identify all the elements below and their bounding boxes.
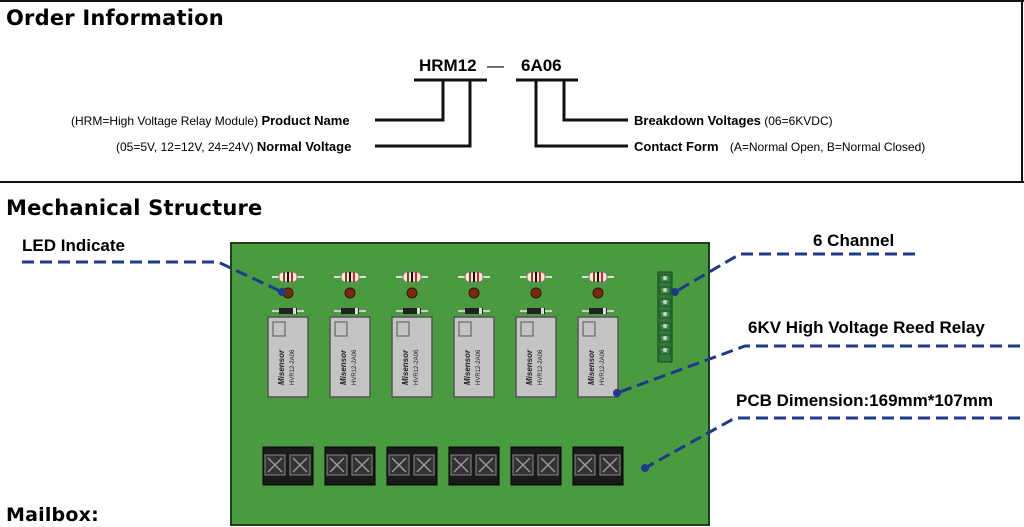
reed-relay — [329, 316, 371, 398]
diode — [589, 308, 607, 314]
diode — [403, 308, 421, 314]
breakdown-voltage-label: Breakdown Voltages — [634, 113, 761, 128]
top-border — [0, 0, 1024, 2]
led — [530, 287, 542, 299]
relay-channel: Misensor HVR12-2A06 — [572, 271, 624, 486]
led-indicate-label: LED Indicate — [22, 236, 125, 255]
relay-brand-text: Misensor — [339, 349, 348, 385]
breakdown-voltage-note: (06=6KVDC) — [764, 114, 833, 128]
normal-voltage-label: Normal Voltage — [256, 139, 352, 154]
relay-model-text: HVR12-2A06 — [290, 349, 296, 385]
product-name-label: Product Name — [261, 113, 350, 128]
diode — [527, 308, 545, 314]
reed-relay — [267, 316, 309, 398]
relay-brand-text: Misensor — [401, 349, 410, 385]
relay-model-text: HVR12-2A06 — [352, 349, 358, 385]
terminal-block — [510, 446, 562, 486]
reed-relay — [577, 316, 619, 398]
order-code-brackets — [375, 78, 628, 148]
relay-channel: Misensor HVR12-2A06 — [262, 271, 314, 486]
diode — [341, 308, 359, 314]
terminal-block — [324, 446, 376, 486]
relay-model-text: HVR12-2A06 — [414, 349, 420, 385]
relay-channel: Misensor HVR12-2A06 — [324, 271, 376, 486]
product-name-row: (HRM=High Voltage Relay Module) Product … — [71, 113, 350, 128]
reed-relay — [453, 316, 495, 398]
relay-channel: Misensor HVR12-2A06 — [386, 271, 438, 486]
diode — [465, 308, 483, 314]
terminal-block — [448, 446, 500, 486]
mechanical-structure-title: Mechanical Structure — [6, 196, 263, 220]
relay-model-text: HVR12-2A06 — [538, 349, 544, 385]
led — [344, 287, 356, 299]
relay-model-text: HVR12-2A06 — [600, 349, 606, 385]
breakdown-voltage-row: Breakdown Voltages (06=6KVDC) — [634, 113, 833, 128]
relay-model-text: HVR12-2A06 — [476, 349, 482, 385]
model-code-part2: 6A06 — [521, 56, 562, 75]
led — [592, 287, 604, 299]
mailbox-title: Mailbox: — [6, 504, 99, 526]
order-info-title: Order Information — [6, 6, 224, 30]
terminal-block — [262, 446, 314, 486]
led — [406, 287, 418, 299]
reed-relay-label: 6KV High Voltage Reed Relay — [748, 318, 985, 337]
normal-voltage-note: (05=5V, 12=12V, 24=24V) — [116, 140, 254, 154]
relay-brand-text: Misensor — [525, 349, 534, 385]
relay-channel: Misensor HVR12-2A06 — [448, 271, 500, 486]
product-name-note: (HRM=High Voltage Relay Module) — [71, 114, 259, 128]
contact-form-label: Contact Form — [634, 139, 719, 154]
reed-relay — [515, 316, 557, 398]
section-divider — [0, 181, 1024, 183]
contact-form-note: (A=Normal Open, B=Normal Closed) — [729, 140, 926, 154]
relay-brand-text: Misensor — [587, 349, 596, 385]
six-channel-header — [657, 271, 673, 363]
diode — [279, 308, 297, 314]
pcb-dimension-label: PCB Dimension:169mm*107mm — [736, 391, 993, 410]
relay-brand-text: Misensor — [463, 349, 472, 385]
model-code-dash: — — [487, 56, 504, 75]
contact-form-row: Contact Form (A=Normal Open, B=Normal Cl… — [634, 139, 925, 154]
reed-relay — [391, 316, 433, 398]
terminal-block — [386, 446, 438, 486]
terminal-block — [572, 446, 624, 486]
right-border — [1021, 0, 1023, 181]
normal-voltage-row: (05=5V, 12=12V, 24=24V) Normal Voltage — [116, 139, 351, 154]
relay-brand-text: Misensor — [277, 349, 286, 385]
led — [468, 287, 480, 299]
relay-channel: Misensor HVR12-2A06 — [510, 271, 562, 486]
model-code-part1: HRM12 — [419, 56, 477, 75]
six-channel-label: 6 Channel — [813, 231, 895, 250]
